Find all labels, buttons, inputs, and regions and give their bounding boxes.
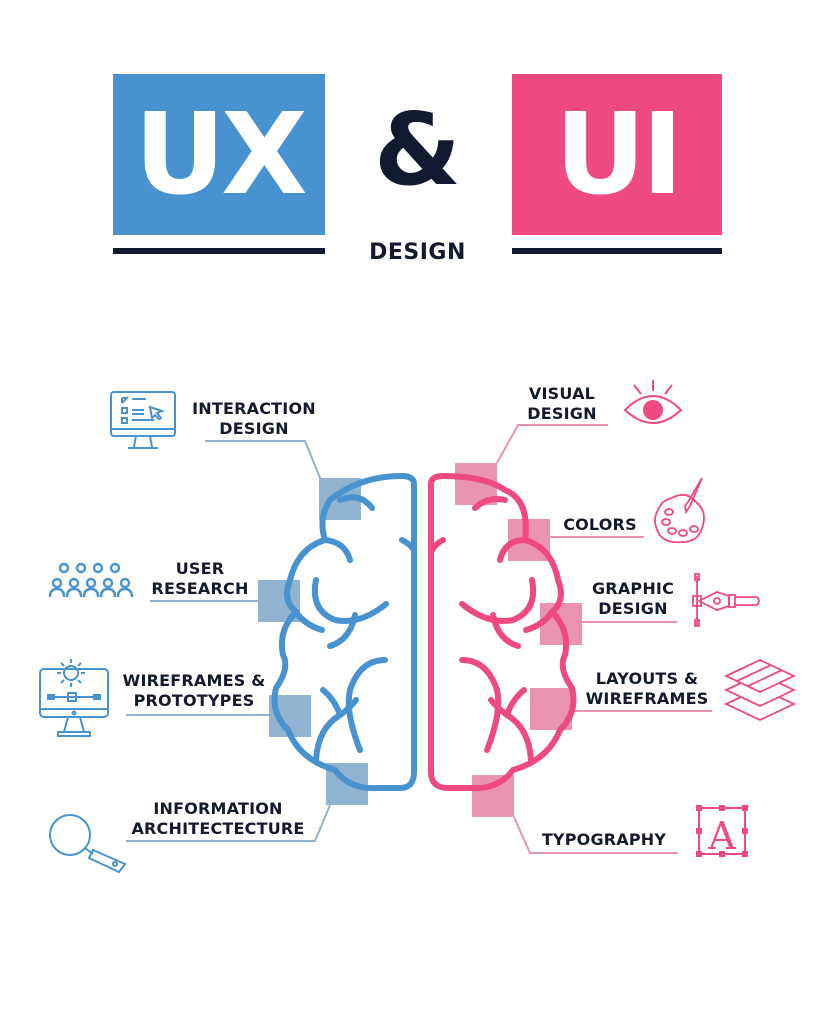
label-line: VISUAL [528, 384, 596, 403]
left-underline [113, 248, 325, 254]
label-visual-design: VISUAL DESIGN [518, 384, 606, 424]
ux-connector-squares [258, 478, 368, 805]
ui-box: UI [512, 74, 722, 235]
label-line: DESIGN [598, 599, 668, 618]
monitor-gear-icon [39, 659, 109, 737]
ux-text: UX [134, 89, 307, 220]
label-line: USER [175, 559, 225, 578]
label-line: GRAPHIC [591, 579, 675, 598]
right-underline [512, 248, 722, 254]
left-brain-hemisphere [271, 472, 417, 792]
label-line: PROTOTYPES [133, 691, 255, 710]
pen-tool-icon [692, 573, 760, 627]
label-information-architecture: INFORMATION ARCHITECTECTURE [128, 799, 308, 839]
label-user-research: USER RESEARCH [148, 559, 252, 599]
monitor-checklist-icon [110, 391, 176, 449]
label-line: DESIGN [219, 419, 289, 438]
label-line: ARCHITECTECTURE [131, 819, 305, 838]
label-colors: COLORS [556, 515, 644, 535]
label-typography: TYPOGRAPHY [534, 830, 674, 850]
magnifier-icon [49, 814, 127, 874]
ui-text: UI [554, 89, 684, 220]
label-line: WIREFRAMES [585, 689, 709, 708]
palette-brush-icon [654, 477, 705, 544]
right-brain-hemisphere [428, 472, 577, 792]
label-interaction-design: INTERACTION DESIGN [186, 399, 322, 439]
ui-connector-lines [496, 424, 712, 854]
layers-icon [724, 659, 796, 721]
ux-connector-lines [126, 440, 331, 842]
svg-text:A: A [707, 814, 736, 858]
label-line: COLORS [563, 515, 637, 534]
label-layouts-wireframes: LAYOUTS & WIREFRAMES [580, 669, 714, 709]
label-line: TYPOGRAPHY [541, 830, 667, 849]
ampersand: & [373, 91, 462, 208]
label-line: INFORMATION [153, 799, 283, 818]
label-line: INTERACTION [192, 399, 316, 418]
ux-box: UX [113, 74, 325, 235]
label-line: RESEARCH [151, 579, 249, 598]
label-line: LAYOUTS & [595, 669, 699, 688]
label-wireframes-prototypes: WIREFRAMES & PROTOTYPES [118, 671, 270, 711]
design-subtitle: DESIGN [369, 240, 466, 265]
label-line: DESIGN [527, 404, 597, 423]
eye-icon [623, 380, 683, 424]
label-line: WIREFRAMES & [122, 671, 266, 690]
label-graphic-design: GRAPHIC DESIGN [586, 579, 680, 619]
users-group-icon [48, 562, 134, 598]
typography-frame-icon: A [696, 805, 748, 858]
